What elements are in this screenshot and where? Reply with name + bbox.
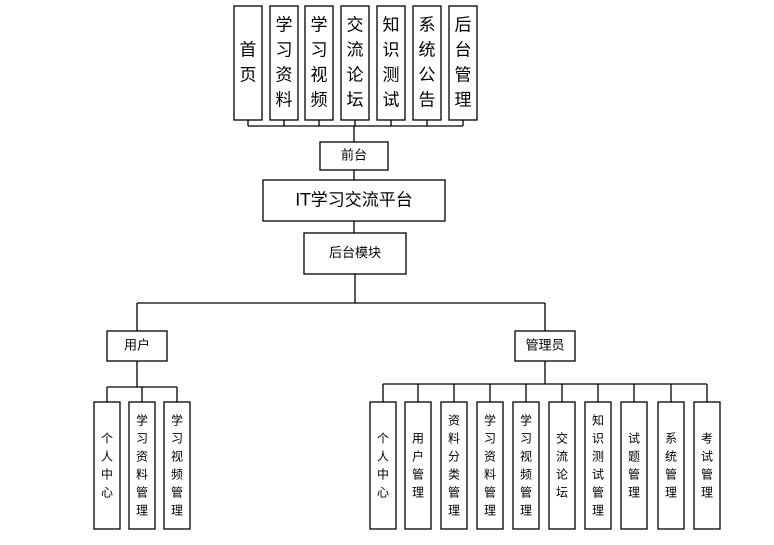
- front-module-label: 后台管理: [455, 16, 472, 111]
- user-node: 用户: [106, 330, 168, 362]
- admin-module-box: 试题管理: [620, 401, 648, 530]
- admin-module-label: 资料分类管理: [448, 414, 460, 518]
- admin-label: 管理员: [525, 339, 564, 354]
- admin-module-box: 系统管理: [657, 401, 685, 530]
- admin-module-box: 学习视频管理: [512, 401, 540, 530]
- user-module-box: 学习视频管理: [163, 401, 191, 530]
- front-node: 前台: [319, 141, 389, 171]
- user-module-box: 个人中心: [93, 401, 121, 530]
- admin-module-label: 试题管理: [628, 431, 640, 500]
- admin-module-label: 学习视频管理: [520, 413, 532, 518]
- connector-lines: [106, 120, 708, 402]
- admin-module-box: 交流论坛: [548, 401, 576, 530]
- admin-module-label: 交流论坛: [556, 431, 568, 500]
- admin-module-boxes: 个人中心 用户管理 资料分类管理 学习资料管理 学习视频管理 交流论坛 知识测试管理 试题管理…: [369, 401, 721, 530]
- front-module-box: 系统公告: [412, 5, 442, 121]
- front-module-boxes: 首页 学习资料 学习视频 交流论坛 知识测试 系统公告 后台管理: [233, 5, 478, 121]
- user-label: 用户: [124, 338, 150, 354]
- platform-title: IT学习交流平台: [295, 191, 412, 211]
- front-module-label: 首页: [240, 41, 257, 86]
- front-module-box: 学习资料: [269, 5, 299, 121]
- admin-module-label: 学习资料管理: [484, 413, 496, 518]
- admin-module-label: 用户管理: [412, 432, 424, 500]
- backend-label: 后台模块: [329, 246, 381, 261]
- backend-node: 后台模块: [303, 232, 407, 275]
- front-module-box: 首页: [233, 5, 263, 121]
- platform-title-node: IT学习交流平台: [262, 179, 446, 222]
- user-module-label: 学习资料管理: [136, 413, 148, 518]
- front-module-box: 知识测试: [376, 5, 406, 121]
- front-module-label: 系统公告: [419, 16, 436, 111]
- user-module-label: 学习视频管理: [171, 413, 183, 518]
- front-module-box: 学习视频: [304, 5, 334, 121]
- admin-module-box: 用户管理: [404, 401, 432, 530]
- front-module-label: 学习视频: [311, 16, 328, 111]
- admin-module-box: 知识测试管理: [584, 401, 612, 530]
- user-module-label: 个人中心: [101, 432, 113, 500]
- front-module-label: 知识测试: [383, 16, 400, 111]
- front-module-label: 交流论坛: [347, 16, 364, 111]
- admin-module-label: 系统管理: [665, 432, 677, 500]
- front-module-box: 后台管理: [448, 5, 478, 121]
- user-module-boxes: 个人中心 学习资料管理 学习视频管理: [93, 401, 191, 530]
- admin-module-box: 个人中心: [369, 401, 397, 530]
- admin-module-box: 学习资料管理: [476, 401, 504, 530]
- front-label: 前台: [341, 148, 367, 164]
- admin-module-label: 知识测试管理: [592, 414, 604, 518]
- admin-module-box: 考试管理: [693, 401, 721, 530]
- user-module-box: 学习资料管理: [128, 401, 156, 530]
- admin-module-label: 考试管理: [701, 432, 713, 500]
- admin-node: 管理员: [514, 330, 576, 362]
- front-module-label: 学习资料: [276, 16, 293, 111]
- admin-module-box: 资料分类管理: [440, 401, 468, 530]
- admin-module-label: 个人中心: [377, 432, 389, 500]
- front-module-box: 交流论坛: [340, 5, 370, 121]
